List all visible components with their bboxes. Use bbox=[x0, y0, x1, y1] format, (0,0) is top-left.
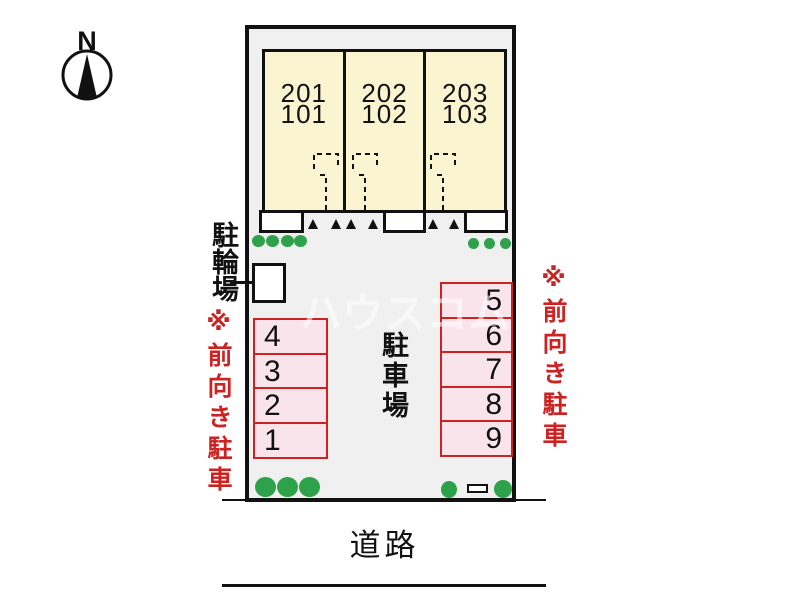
entry-approach-dashed-1 bbox=[313, 153, 339, 212]
entry-approach-dashed-3 bbox=[430, 153, 456, 212]
parking-lot-label: 駐車場 bbox=[378, 331, 408, 421]
parking-space: 1 bbox=[253, 421, 328, 459]
shrub-icon bbox=[468, 238, 479, 249]
parking-space: 6 bbox=[440, 316, 513, 354]
small-sign bbox=[467, 484, 488, 493]
compass-needle-icon bbox=[77, 54, 97, 98]
unit-number-lower: 102 bbox=[361, 99, 408, 129]
unit-number-lower: 103 bbox=[441, 99, 489, 129]
parking-column-right: 5 6 7 8 9 bbox=[440, 282, 513, 457]
tree-icon bbox=[494, 480, 512, 498]
shrub-icon bbox=[252, 235, 265, 247]
front-parking-note-right: ※前向き駐車 bbox=[539, 263, 567, 453]
unit-201-101: 201 101 bbox=[265, 52, 343, 210]
road-label: 道路 bbox=[349, 528, 420, 563]
unit-202-102: 202 102 bbox=[342, 52, 424, 210]
tree-icon bbox=[441, 481, 457, 498]
parking-space: 4 bbox=[253, 318, 328, 355]
unit-203-103: 203 103 bbox=[423, 52, 504, 210]
parking-space: 2 bbox=[253, 387, 328, 424]
parking-column-left: 4 3 2 1 bbox=[253, 318, 328, 459]
entrance-porch bbox=[259, 210, 304, 233]
shrub-icon bbox=[266, 235, 279, 247]
entrance-marker-icon bbox=[428, 219, 438, 229]
entrance-marker-icon bbox=[449, 219, 459, 229]
unit-number-upper: 203 bbox=[441, 78, 489, 108]
entrance-marker-icon bbox=[331, 219, 341, 229]
parking-space: 5 bbox=[440, 282, 513, 319]
shrub-icon bbox=[484, 238, 495, 249]
parking-space: 7 bbox=[440, 351, 513, 388]
compass-north-label: N bbox=[77, 26, 97, 56]
parking-space: 3 bbox=[253, 352, 328, 390]
tree-icon bbox=[255, 477, 276, 497]
entry-approach-dashed-2 bbox=[352, 153, 378, 212]
shrub-icon bbox=[281, 235, 294, 247]
entrance-marker-icon bbox=[308, 219, 318, 229]
unit-number-lower: 101 bbox=[280, 99, 328, 129]
shrub-icon bbox=[294, 235, 307, 247]
compass-icon: N bbox=[61, 26, 113, 101]
road-far-line bbox=[222, 584, 546, 587]
entrance-porch bbox=[383, 210, 426, 233]
parking-space: 8 bbox=[440, 385, 513, 423]
parking-space: 9 bbox=[440, 420, 513, 457]
shrub-icon bbox=[500, 238, 511, 249]
bicycle-shed bbox=[252, 263, 286, 303]
unit-number-upper: 201 bbox=[280, 78, 328, 108]
entrance-porch bbox=[464, 210, 508, 233]
unit-number-upper: 202 bbox=[361, 78, 408, 108]
bicycle-shed-pointer-line bbox=[230, 281, 270, 284]
tree-icon bbox=[277, 477, 298, 497]
entrance-marker-icon bbox=[346, 219, 356, 229]
building-outline: 201 101 202 102 203 103 bbox=[262, 49, 507, 213]
tree-icon bbox=[299, 477, 320, 497]
compass-circle bbox=[61, 49, 113, 101]
bicycle-parking-label: 駐輪場 bbox=[208, 221, 238, 302]
front-parking-note-left: ※前向き駐車 bbox=[204, 307, 232, 497]
entrance-marker-icon bbox=[368, 219, 378, 229]
